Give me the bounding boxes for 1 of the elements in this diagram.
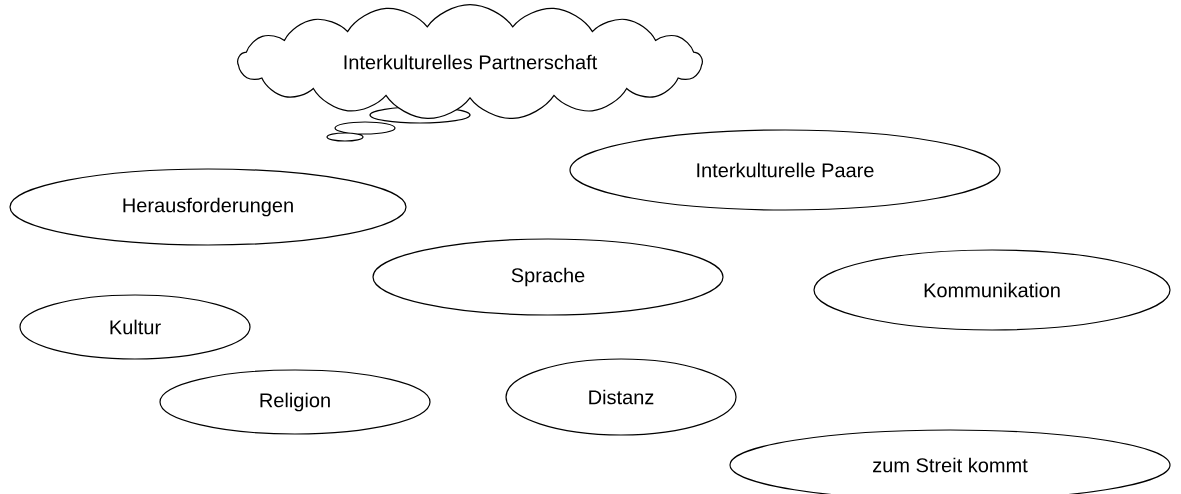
thought-cloud: Interkulturelles Partnerschaft <box>237 4 703 120</box>
